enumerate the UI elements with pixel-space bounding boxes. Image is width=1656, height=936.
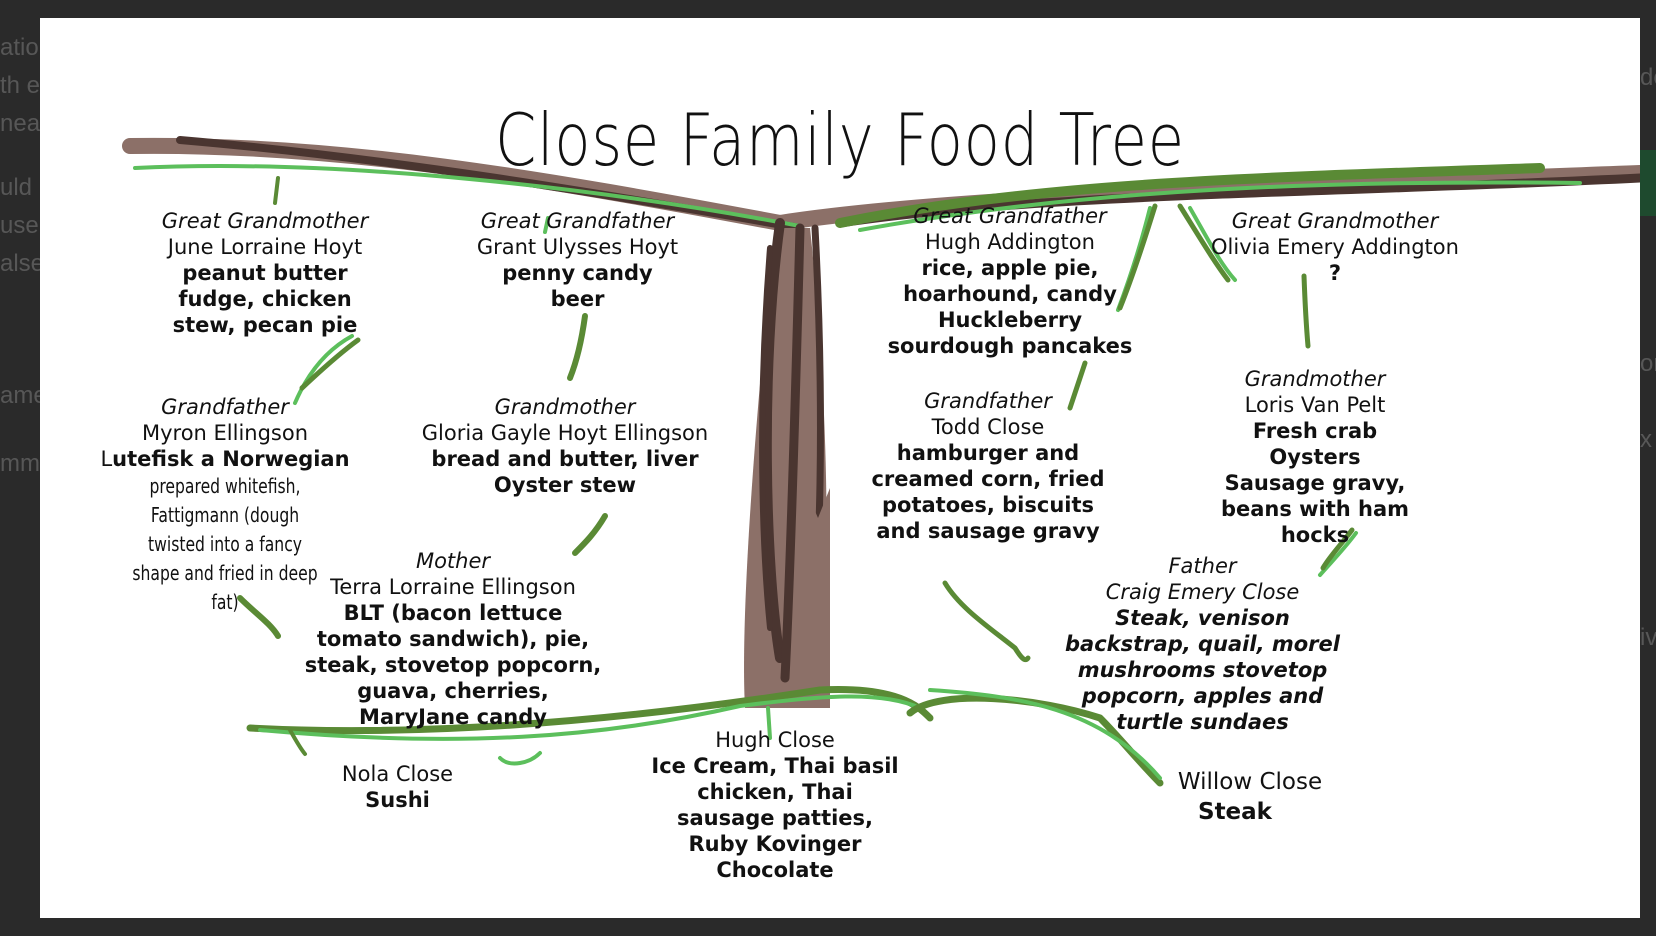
background-text: atio — [0, 36, 39, 60]
favorite-foods: Oysters — [1190, 444, 1440, 470]
person-name: Willow Close — [1170, 767, 1330, 797]
role-label: Grandmother — [420, 394, 710, 420]
person-willow: Willow Close Steak — [1170, 767, 1330, 827]
slide: Close Family Food Tree Great Grandmother… — [40, 18, 1640, 918]
person-hugh-addington: Great Grandfather Hugh Addington rice, a… — [885, 203, 1135, 359]
background-text: alse — [0, 252, 44, 276]
foods-bold: utefisk a Norwegian — [112, 447, 349, 471]
person-name: June Lorraine Hoyt — [145, 234, 385, 260]
person-name: Olivia Emery Addington — [1200, 234, 1470, 260]
background-text: or — [1640, 352, 1656, 376]
favorite-foods: Ice Cream, Thai basil chicken, Thai saus… — [645, 753, 905, 883]
role-label: Grandmother — [1190, 366, 1440, 392]
person-name: Nola Close — [320, 761, 475, 787]
background-text: th e — [0, 74, 40, 98]
person-name: Grant Ulysses Hoyt — [450, 234, 705, 260]
favorite-foods: penny candy — [450, 260, 705, 286]
person-name: Gloria Gayle Hoyt Ellingson — [420, 420, 710, 446]
role-label: Mother — [303, 548, 603, 574]
favorite-foods: hamburger and creamed corn, fried potato… — [858, 440, 1118, 544]
person-name: Terra Lorraine Ellingson — [303, 574, 603, 600]
person-name: Hugh Addington — [885, 229, 1135, 255]
favorite-foods: Sausage gravy, beans with ham hocks — [1190, 470, 1440, 548]
background-text: use — [0, 214, 39, 238]
favorite-foods: Huckleberry sourdough pancakes — [885, 307, 1135, 359]
diagram-title: Close Family Food Tree — [184, 96, 1496, 184]
role-label: Great Grandfather — [450, 208, 705, 234]
person-craig: Father Craig Emery Close Steak, venison … — [1065, 553, 1340, 735]
favorite-foods: ? — [1200, 260, 1470, 286]
person-grant: Great Grandfather Grant Ulysses Hoyt pen… — [450, 208, 705, 312]
favorite-foods: beer — [450, 286, 705, 312]
person-name: Craig Emery Close — [1065, 579, 1340, 605]
favorite-foods: peanut butter fudge, chicken stew, pecan… — [145, 260, 385, 338]
background-text: uld — [0, 176, 32, 200]
role-label: Grandfather — [100, 394, 350, 420]
role-label: Great Grandmother — [1200, 208, 1470, 234]
person-name: Todd Close — [858, 414, 1118, 440]
background-text: nea — [0, 112, 40, 136]
background-text: x — [1640, 428, 1652, 452]
role-label: Great Grandfather — [885, 203, 1135, 229]
favorite-foods: rice, apple pie, hoarhound, candy — [885, 255, 1135, 307]
favorite-foods: Lutefisk a Norwegian — [100, 446, 350, 472]
person-nola: Nola Close Sushi — [320, 761, 475, 813]
person-todd: Grandfather Todd Close hamburger and cre… — [858, 388, 1118, 544]
favorite-foods: Steak — [1170, 797, 1300, 827]
foods-detail: prepared whitefish, Fattigmann (dough tw… — [128, 472, 323, 617]
favorite-foods: Steak, venison backstrap, quail, morel m… — [1065, 605, 1340, 735]
person-terra: Mother Terra Lorraine Ellingson BLT (bac… — [303, 548, 603, 730]
role-label: Grandfather — [858, 388, 1118, 414]
favorite-foods: Oyster stew — [420, 472, 710, 498]
person-june: Great Grandmother June Lorraine Hoyt pea… — [145, 208, 385, 338]
role-label: Father — [1065, 553, 1340, 579]
foods-initial: L — [100, 447, 112, 471]
favorite-foods: Sushi — [320, 787, 475, 813]
person-gloria: Grandmother Gloria Gayle Hoyt Ellingson … — [420, 394, 710, 498]
background-text: mm — [0, 452, 40, 476]
favorite-foods: BLT (bacon lettuce tomato sandwich), pie… — [303, 600, 603, 730]
person-name: Loris Van Pelt — [1190, 392, 1440, 418]
role-label: Great Grandmother — [145, 208, 385, 234]
person-name: Myron Ellingson — [100, 420, 350, 446]
favorite-foods: Fresh crab — [1190, 418, 1440, 444]
person-hugh-close: Hugh Close Ice Cream, Thai basil chicken… — [645, 727, 905, 883]
background-text: iv — [1640, 626, 1656, 650]
person-loris: Grandmother Loris Van Pelt Fresh crab Oy… — [1190, 366, 1440, 548]
background-tab — [1640, 150, 1656, 216]
person-olivia: Great Grandmother Olivia Emery Addington… — [1200, 208, 1470, 286]
person-name: Hugh Close — [645, 727, 905, 753]
background-text: de — [1640, 66, 1656, 90]
favorite-foods: bread and butter, liver — [420, 446, 710, 472]
